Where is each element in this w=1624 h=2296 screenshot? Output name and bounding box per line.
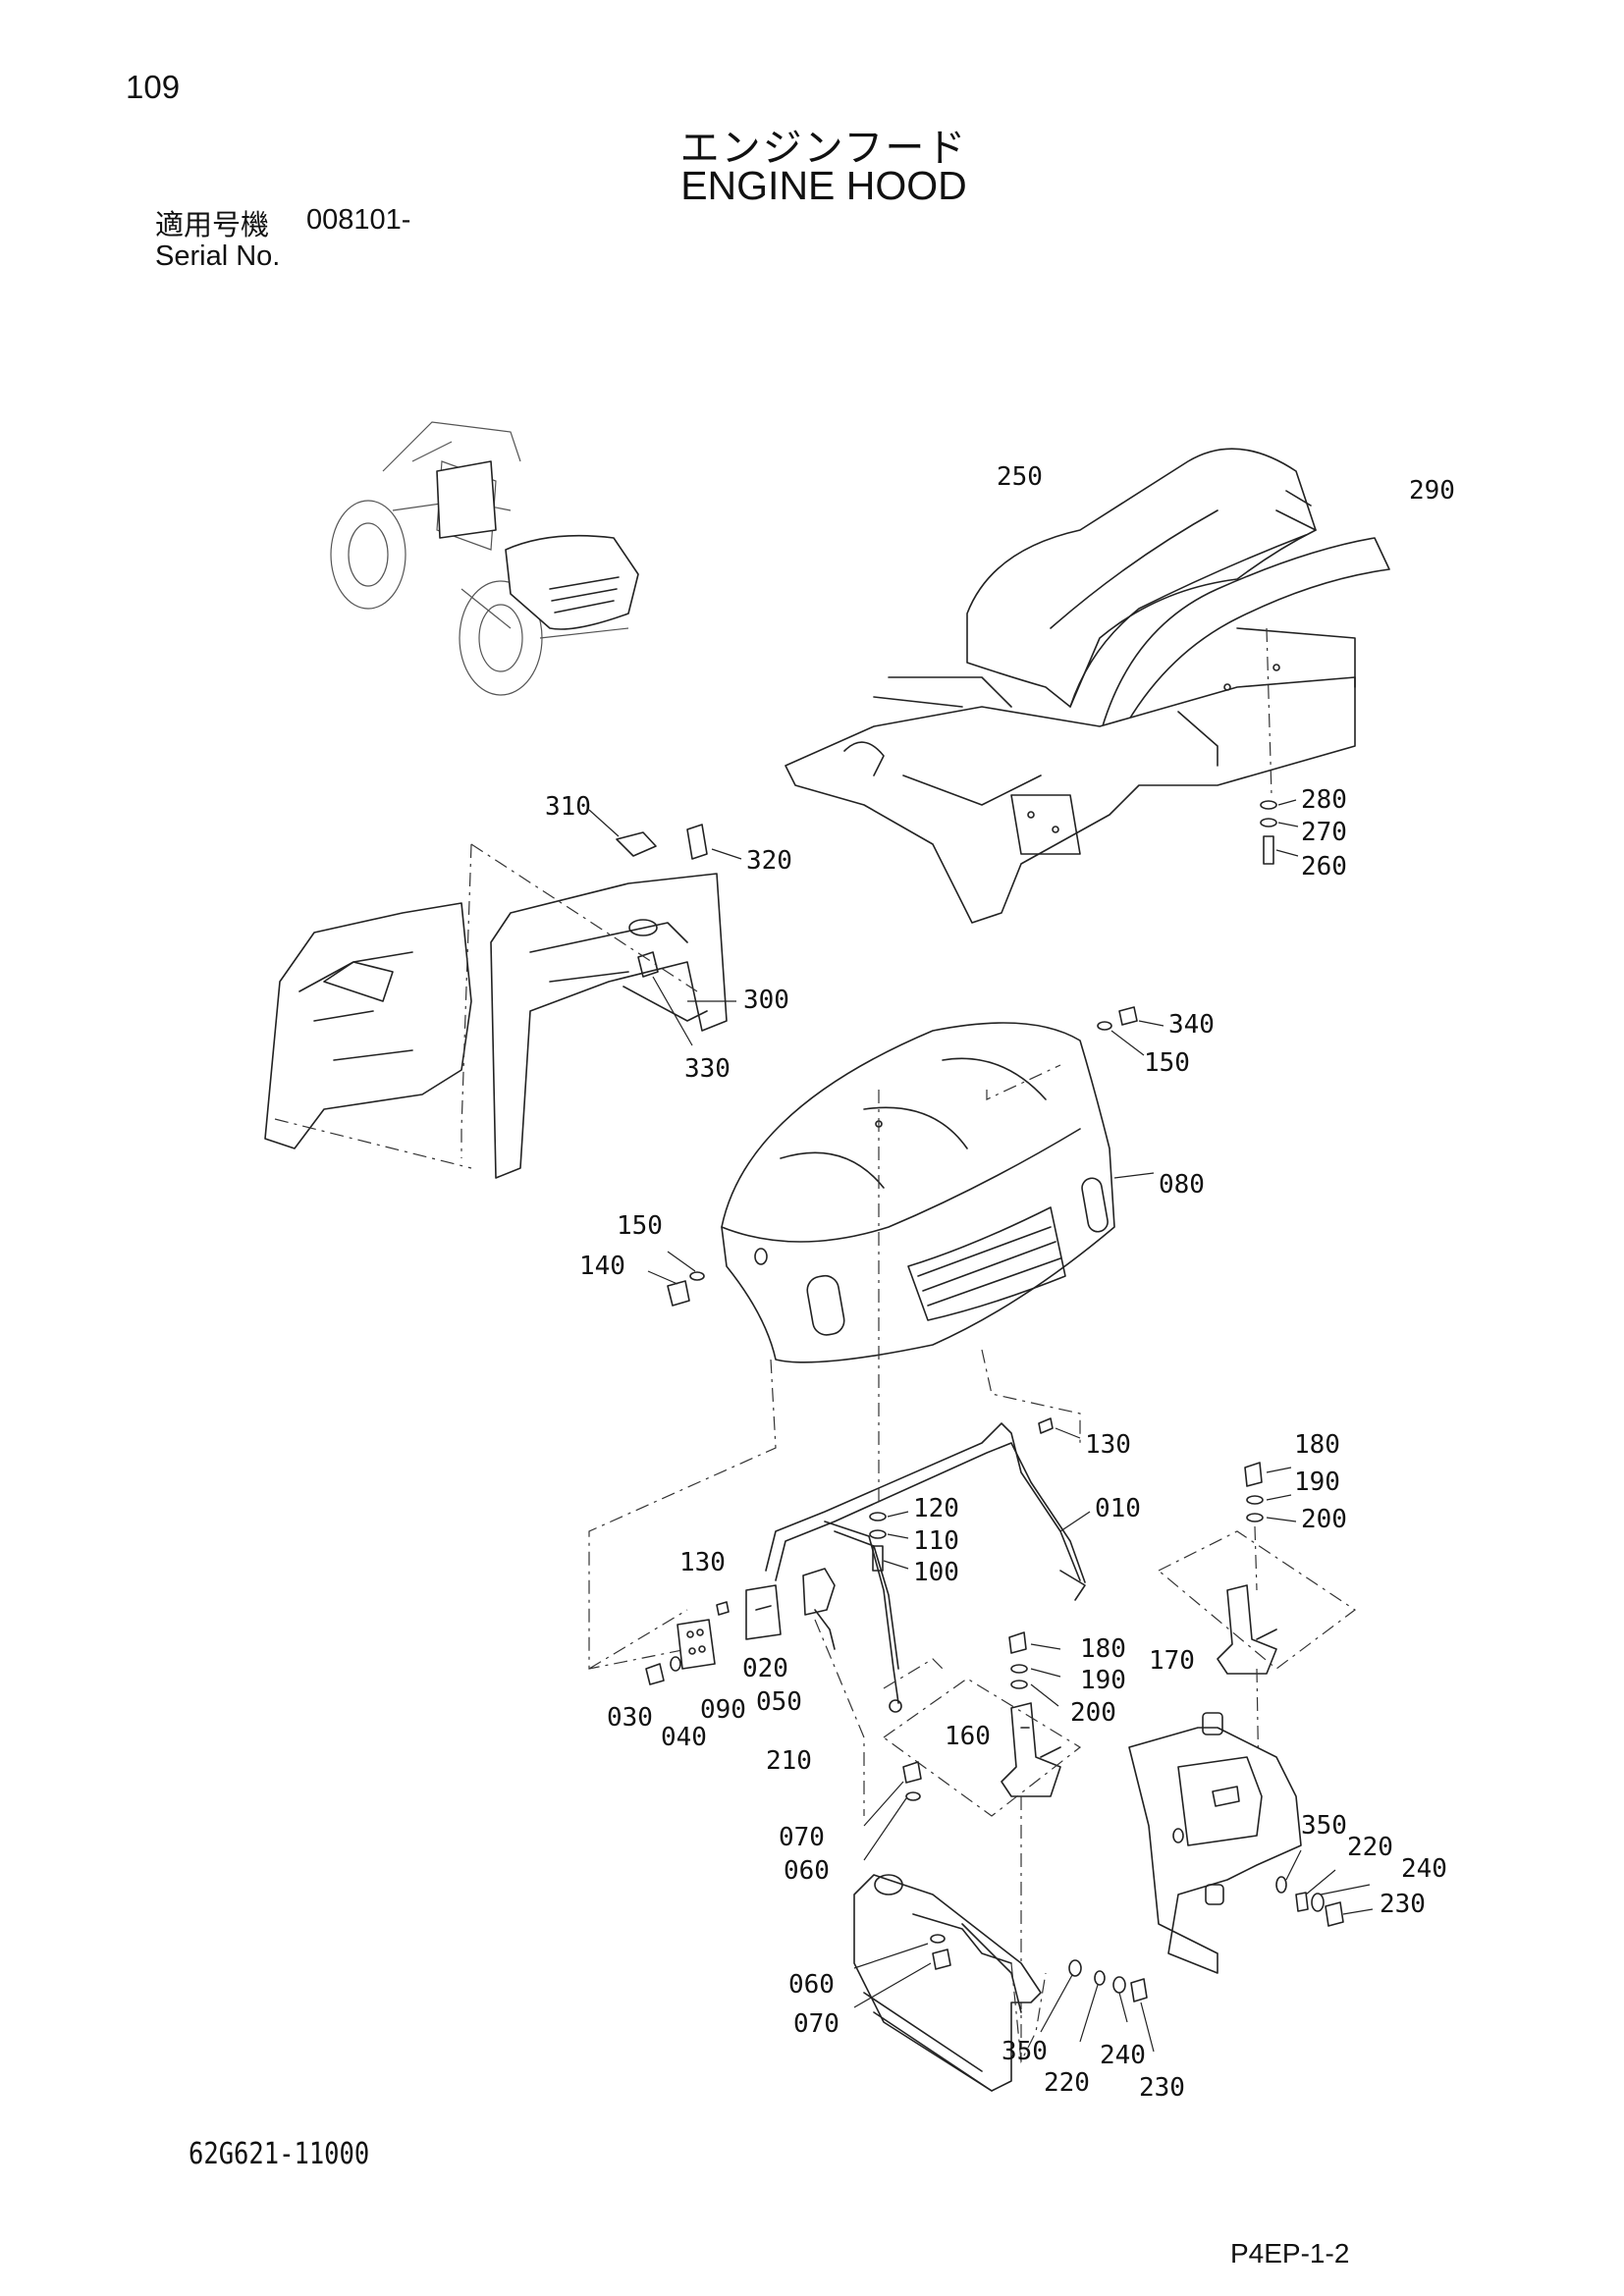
callout-350a: 350 — [1301, 1811, 1347, 1841]
tractor-thumbnail — [330, 421, 639, 696]
callout-300: 300 — [743, 986, 789, 1015]
leader-dashed — [470, 843, 698, 992]
callout-080: 080 — [1159, 1170, 1205, 1200]
fasteners-180-190-200 — [1008, 1462, 1297, 1707]
callout-330: 330 — [684, 1054, 731, 1084]
callout-230b: 230 — [1139, 2073, 1185, 2103]
callout-250: 250 — [997, 462, 1043, 492]
leader-line — [1059, 1511, 1091, 1532]
page-number: 109 — [126, 69, 181, 105]
callout-150a: 150 — [1144, 1048, 1190, 1078]
callout-060b: 060 — [788, 1970, 835, 2000]
callout-230a: 230 — [1380, 1890, 1426, 1919]
callout-040: 040 — [661, 1723, 707, 1752]
callout-290: 290 — [1409, 476, 1455, 506]
callout-190b: 190 — [1080, 1666, 1126, 1695]
leader-dashed — [1010, 1962, 1047, 2064]
callout-100: 100 — [913, 1558, 959, 1587]
callout-280: 280 — [1301, 785, 1347, 815]
page-code: P4EP-1-2 — [1230, 2238, 1350, 2269]
serial-number-value: 008101- — [306, 204, 411, 236]
callout-260: 260 — [1301, 852, 1347, 881]
callout-030: 030 — [607, 1703, 653, 1733]
callout-350b: 350 — [1001, 2037, 1048, 2066]
fasteners-220-230-240-350-right — [1275, 1849, 1374, 1927]
part-170-bracket — [1217, 1584, 1277, 1675]
callout-240a: 240 — [1401, 1854, 1447, 1884]
callout-220a: 220 — [1347, 1833, 1393, 1862]
callout-180a: 180 — [1294, 1430, 1340, 1460]
page-title: ENGINE HOOD — [680, 163, 967, 208]
callout-210: 210 — [766, 1746, 812, 1776]
part-080-engine-hood — [721, 1022, 1115, 1363]
part-250-upper-panel — [966, 448, 1317, 708]
part-320-bolt — [686, 824, 742, 860]
callout-150b: 150 — [617, 1211, 663, 1241]
leader-dashed — [588, 1359, 777, 1670]
fasteners-030-040 — [645, 1656, 681, 1685]
callout-130b: 130 — [679, 1548, 726, 1577]
part-300-mounting-bracket — [490, 873, 728, 1179]
part-050-rod — [814, 1609, 836, 1650]
callout-070a: 070 — [779, 1823, 825, 1852]
leader-dashed — [986, 1064, 1061, 1100]
callout-240b: 240 — [1100, 2041, 1146, 2070]
callout-340: 340 — [1168, 1010, 1215, 1040]
part-310-grommet — [588, 809, 657, 857]
callout-170: 170 — [1149, 1646, 1195, 1676]
fastener-130 — [716, 1417, 1081, 1616]
leader-dashed — [981, 1349, 1081, 1443]
callout-200a: 200 — [1301, 1505, 1347, 1534]
fasteners-140-150-340 — [647, 1006, 1164, 1307]
drawing-number: 62G621-11000 — [189, 2137, 370, 2171]
right-side-panel — [1128, 1712, 1302, 1974]
callout-140: 140 — [579, 1252, 625, 1281]
callout-120: 120 — [913, 1494, 959, 1523]
callout-180b: 180 — [1080, 1634, 1126, 1664]
lower-left-panel — [853, 1874, 1042, 2092]
part-090-catch — [802, 1568, 836, 1616]
callout-labels: 250 290 280 270 260 310 320 300 330 340 … — [545, 462, 1455, 2103]
callout-190a: 190 — [1294, 1468, 1340, 1497]
callout-320: 320 — [746, 846, 792, 876]
leader-dashed — [814, 1619, 865, 1816]
fasteners-100-110-120 — [869, 1511, 909, 1572]
callout-010: 010 — [1095, 1494, 1141, 1523]
part-160-bracket — [1001, 1702, 1061, 1797]
page-title-japanese: エンジンフード — [679, 126, 968, 171]
callout-310: 310 — [545, 792, 591, 822]
callout-060a: 060 — [784, 1856, 830, 1886]
part-290-trim-strip — [1099, 537, 1390, 747]
callout-200b: 200 — [1070, 1698, 1116, 1728]
bolt-260-washers-270-280 — [1260, 627, 1299, 865]
callout-070b: 070 — [793, 2009, 839, 2039]
leader-dashed — [1157, 1530, 1357, 1670]
callout-130a: 130 — [1085, 1430, 1131, 1460]
floor-plate — [785, 627, 1356, 924]
callout-160: 160 — [945, 1722, 991, 1751]
leader-dashed — [883, 1658, 944, 1689]
callout-110: 110 — [913, 1526, 959, 1556]
leader-dashed — [882, 1678, 1082, 1817]
leader-line — [1113, 1172, 1155, 1179]
callout-090: 090 — [700, 1695, 746, 1725]
callout-270: 270 — [1301, 818, 1347, 847]
serial-label-japanese: 適用号機 — [155, 208, 270, 241]
callout-220b: 220 — [1044, 2068, 1090, 2098]
part-010-hood-frame — [765, 1422, 1086, 1713]
part-330-bolt — [637, 951, 693, 1046]
leader-dashed — [588, 1609, 688, 1670]
callout-050: 050 — [756, 1687, 802, 1717]
left-frame — [264, 843, 472, 1169]
serial-label: Serial No. — [155, 240, 281, 272]
fasteners-220-230-240-350-bottom — [1040, 1959, 1155, 2053]
part-020-latch-plate — [745, 1584, 782, 1640]
part-090-plate — [677, 1619, 716, 1670]
callout-020: 020 — [742, 1654, 788, 1683]
fasteners-060-070 — [853, 1761, 951, 2008]
